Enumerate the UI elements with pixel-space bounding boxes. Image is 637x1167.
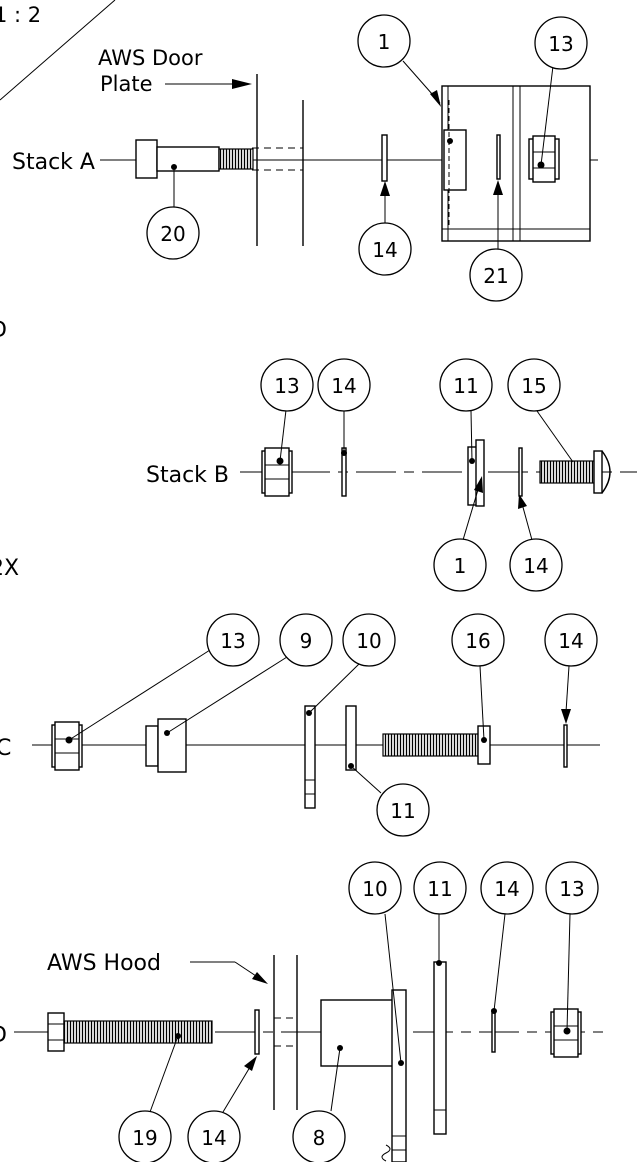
balloon-b-13: 13: [260, 358, 314, 462]
balloon-d-13: 13: [545, 861, 599, 1032]
part-13-nut: [528, 135, 560, 183]
svg-text:11: 11: [427, 877, 452, 901]
part-d-13-nut: [550, 1008, 582, 1058]
scale-corner: 1 : 2: [0, 0, 116, 101]
balloon-c-9: 9: [166, 613, 333, 734]
side-mark-c: 2X: [0, 556, 19, 581]
balloon-b-14b: 14: [509, 494, 563, 592]
stack-c-label: C: [0, 736, 11, 761]
svg-text:16: 16: [465, 629, 490, 653]
svg-text:9: 9: [300, 629, 313, 653]
svg-text:14: 14: [331, 374, 356, 398]
balloon-b-15: 15: [507, 358, 574, 463]
part-c-10-plate: [304, 705, 316, 809]
balloon-c-16: 16: [451, 613, 505, 741]
aws-hood-label: AWS Hood: [47, 951, 161, 976]
part-b-15-screw: [539, 450, 611, 494]
balloon-a-21: 21: [469, 180, 523, 302]
balloon-d-14b: 14: [187, 1056, 257, 1164]
balloon-a-1: 1: [357, 14, 441, 107]
svg-text:14: 14: [523, 554, 548, 578]
balloon-d-14: 14: [480, 861, 534, 1012]
part-14-washer: [381, 134, 388, 182]
part-21-washer: [496, 134, 501, 180]
balloon-a-20: 20: [146, 167, 200, 260]
part-c-16-bolt: [382, 725, 491, 765]
balloon-c-14: 14: [544, 613, 598, 724]
balloon-c-10: 10: [308, 613, 396, 714]
balloon-d-8: 8: [292, 1047, 346, 1164]
side-mark-b: D: [0, 318, 7, 343]
door-plate-label-line1: AWS Door: [98, 46, 203, 70]
balloon-b-11: 11: [439, 358, 493, 462]
stack-b-label: Stack B: [146, 463, 229, 488]
view-stack-a: Stack A AWS Door Plate: [12, 14, 598, 302]
balloon-c-11: 11: [350, 765, 430, 837]
svg-text:13: 13: [548, 32, 573, 56]
balloon-d-19: 19: [118, 1033, 181, 1164]
balloon-c-13: 13: [68, 613, 260, 741]
svg-text:15: 15: [521, 374, 546, 398]
balloon-a-13: 13: [534, 16, 588, 166]
svg-text:19: 19: [132, 1126, 157, 1150]
part-1-bracket: [441, 85, 591, 242]
stack-d-label: D: [0, 1023, 7, 1048]
svg-text:13: 13: [559, 877, 584, 901]
part-d-14-washer: [254, 1009, 260, 1055]
balloon-b-14: 14: [317, 358, 371, 453]
part-c-13-nut: [51, 721, 83, 771]
view-stack-d: D AWS Hood: [0, 861, 610, 1164]
svg-text:11: 11: [453, 374, 478, 398]
part-d-11-plate: [433, 960, 447, 1135]
balloon-a-14: 14: [358, 181, 412, 276]
part-d-10-plate: [391, 989, 407, 1163]
svg-text:13: 13: [274, 374, 299, 398]
part-20-screw: [135, 139, 254, 179]
view-stack-c: C: [0, 613, 600, 837]
svg-text:21: 21: [483, 264, 508, 288]
balloon-d-10: 10: [348, 861, 402, 1064]
svg-text:14: 14: [201, 1126, 226, 1150]
door-plate-arrow: [232, 79, 252, 89]
part-d-8-spacer: [320, 999, 394, 1067]
part-b-14b-washer: [518, 447, 523, 497]
svg-text:14: 14: [558, 629, 583, 653]
view-stack-b: Stack B 13: [146, 358, 637, 592]
part-d-19-bolt: [47, 1012, 213, 1052]
svg-text:8: 8: [313, 1126, 326, 1150]
svg-text:14: 14: [494, 877, 519, 901]
part-c-9-spacer: [145, 718, 187, 773]
part-b-13-nut: [261, 447, 293, 497]
stack-a-label: Stack A: [12, 150, 95, 175]
svg-text:13: 13: [220, 629, 245, 653]
part-c-11-plate: [345, 705, 357, 771]
svg-text:10: 10: [362, 877, 387, 901]
svg-text:10: 10: [356, 629, 381, 653]
part-c-14-washer: [563, 724, 568, 768]
svg-text:11: 11: [390, 799, 415, 823]
part-d-14b-washer: [491, 1009, 496, 1053]
balloon-d-11: 11: [413, 861, 467, 963]
scale-label: 1 : 2: [0, 3, 41, 27]
svg-text:1: 1: [378, 30, 391, 54]
svg-text:14: 14: [372, 238, 397, 262]
svg-text:20: 20: [160, 222, 185, 246]
door-plate-label-line2: Plate: [100, 72, 153, 96]
svg-text:1: 1: [454, 554, 467, 578]
balloon-b-1: 1: [433, 476, 487, 592]
